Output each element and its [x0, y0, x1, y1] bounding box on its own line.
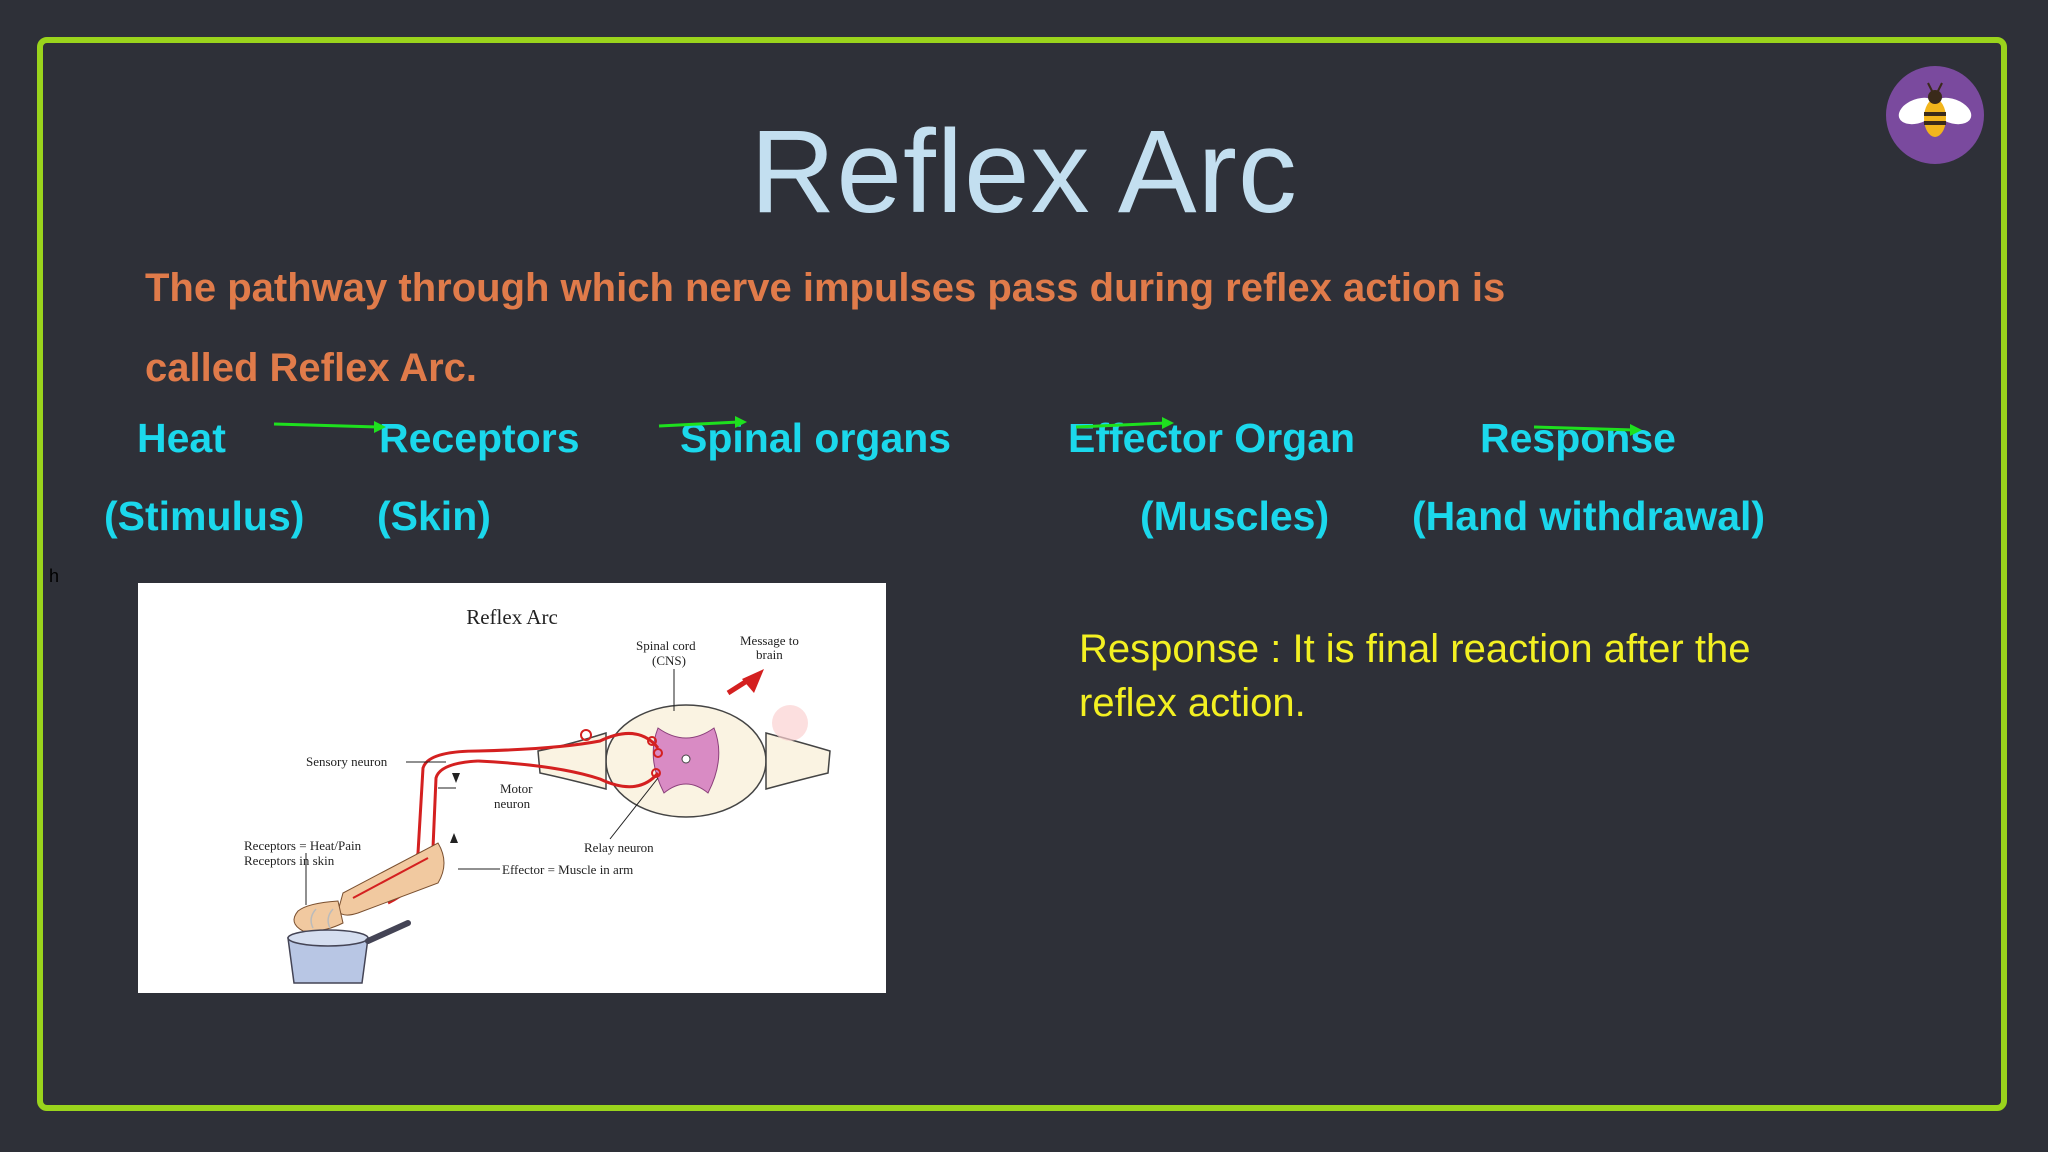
step-effector-label: Effector Organ: [1068, 415, 1356, 461]
label-cns: (CNS): [652, 653, 686, 668]
label-effector: Effector = Muscle in arm: [502, 862, 634, 877]
step-effector-sub: (Muscles): [1140, 493, 1330, 539]
label-spinal-cord: Spinal cord: [636, 638, 696, 653]
label-relay-neuron: Relay neuron: [584, 840, 654, 855]
label-receptors-2: Receptors in skin: [244, 853, 335, 868]
response-note: Response : It is final reaction after th…: [1079, 627, 1751, 725]
reflex-arc-illustration: [287, 669, 831, 984]
step-response-label: Response: [1480, 415, 1676, 461]
reflex-arc-diagram: Reflex Arc Spinal cord (CNS) Message to …: [138, 583, 886, 993]
bee-icon: [1898, 82, 1972, 137]
arrow-effector-to-response: [1533, 424, 1642, 436]
bee-logo: [1886, 66, 1984, 164]
label-receptors-1: Receptors = Heat/Pain: [244, 838, 362, 853]
label-message-1: Message to: [740, 633, 799, 648]
label-sensory-neuron: Sensory neuron: [306, 754, 388, 769]
slide-title: Reflex Arc: [750, 106, 1298, 238]
stray-text: h: [49, 566, 60, 586]
step-heat-label: Heat: [137, 415, 226, 461]
arrow-receptors-to-spinal: [658, 416, 747, 428]
label-motor-2: neuron: [494, 796, 531, 811]
step-response-sub: (Hand withdrawal): [1412, 493, 1766, 539]
step-receptors-sub: (Skin): [377, 493, 491, 539]
label-message-2: brain: [756, 647, 783, 662]
definition-text: The pathway through which nerve impulses…: [145, 266, 1506, 390]
step-receptors-label: Receptors: [379, 415, 580, 461]
label-motor-1: Motor: [500, 781, 533, 796]
step-heat-sub: (Stimulus): [104, 493, 305, 539]
arrow-heat-to-receptors: [273, 421, 386, 433]
slide-frame: [37, 37, 2007, 1111]
arrow-spinal-to-effector: [1075, 417, 1174, 429]
diagram-title: Reflex Arc: [466, 605, 558, 629]
